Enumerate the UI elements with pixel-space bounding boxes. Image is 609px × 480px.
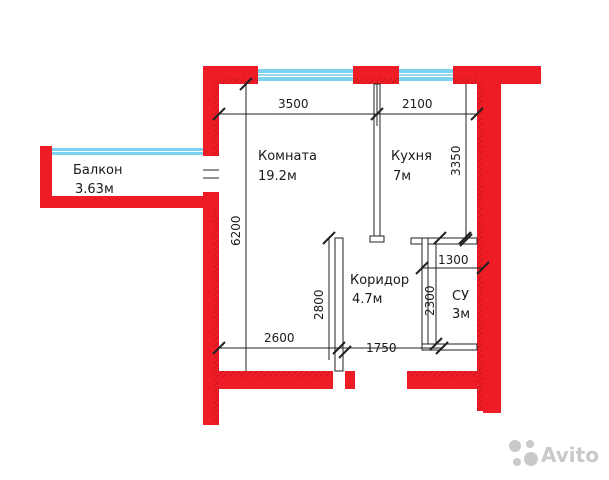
partition-bathroom-top (410, 237, 478, 245)
dim-top-kitchen: 2100 (402, 97, 433, 111)
dim-bathroom-width: 1300 (438, 253, 469, 267)
dim-bottom-corridor: 1750 (366, 341, 397, 355)
window-living (258, 66, 353, 84)
dim-top-living: 3500 (278, 97, 309, 111)
corridor-name: Коридор (350, 273, 409, 288)
balcony-area: 3.63м (75, 182, 114, 197)
partition-corridor-left (334, 237, 344, 372)
dim-kitchen-depth: 3350 (449, 145, 463, 176)
balcony-name: Балкон (73, 163, 123, 178)
dimension-lines (212, 77, 490, 371)
avito-dots-icon (509, 440, 538, 466)
window-balcony (52, 146, 203, 156)
balcony-door-opening (203, 156, 219, 192)
window-kitchen (399, 66, 453, 84)
partition-bathroom-bottom (421, 343, 478, 351)
bathroom-area: 3м (452, 307, 470, 322)
balcony-wall-left (40, 146, 52, 208)
kitchen-name: Кухня (391, 149, 432, 164)
windows (52, 66, 453, 156)
kitchen-area: 7м (393, 169, 411, 184)
watermark: Avito (509, 440, 599, 467)
wall-right (483, 66, 501, 413)
watermark-text: Avito (541, 443, 599, 467)
wall-entrance-jamb-left (345, 371, 355, 389)
living-name: Комната (258, 149, 317, 164)
dim-corridor-wall: 2800 (312, 289, 326, 320)
living-area: 19.2м (258, 169, 297, 184)
bathroom-name: СУ (452, 289, 469, 304)
partitions (334, 83, 478, 372)
balcony-wall-bottom (40, 196, 218, 208)
dim-bathroom-depth: 2300 (423, 285, 437, 316)
corridor-area: 4.7м (352, 292, 382, 307)
dim-bottom-living: 2600 (264, 331, 295, 345)
dim-living-depth: 6200 (229, 215, 243, 246)
